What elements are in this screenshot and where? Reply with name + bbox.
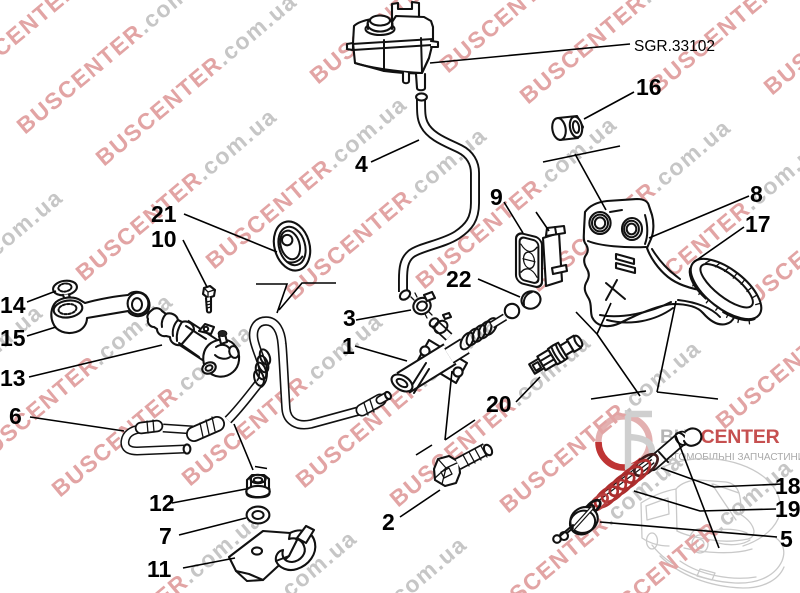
svg-text:5: 5 [780, 526, 793, 552]
svg-text:15: 15 [0, 325, 26, 351]
svg-text:АВТОМОБІЛЬНІ ЗАПЧАСТИНИ: АВТОМОБІЛЬНІ ЗАПЧАСТИНИ [660, 452, 800, 463]
svg-text:SGR.33102: SGR.33102 [634, 38, 715, 55]
svg-text:19: 19 [775, 496, 800, 522]
svg-text:10: 10 [151, 226, 177, 252]
svg-text:4: 4 [355, 151, 368, 177]
svg-text:2: 2 [382, 509, 395, 535]
svg-text:16: 16 [636, 74, 662, 100]
svg-text:22: 22 [446, 266, 472, 292]
svg-text:21: 21 [151, 201, 177, 227]
svg-text:7: 7 [159, 523, 172, 549]
svg-text:6: 6 [9, 403, 22, 429]
svg-text:3: 3 [343, 305, 356, 331]
svg-text:17: 17 [745, 211, 771, 237]
svg-text:11: 11 [147, 556, 172, 582]
svg-text:9: 9 [490, 184, 503, 210]
svg-text:18: 18 [775, 473, 800, 499]
svg-text:12: 12 [149, 490, 175, 516]
svg-text:1: 1 [342, 333, 355, 359]
svg-text:20: 20 [486, 391, 512, 417]
svg-text:14: 14 [0, 292, 26, 318]
svg-text:8: 8 [750, 181, 763, 207]
svg-text:13: 13 [0, 365, 26, 391]
